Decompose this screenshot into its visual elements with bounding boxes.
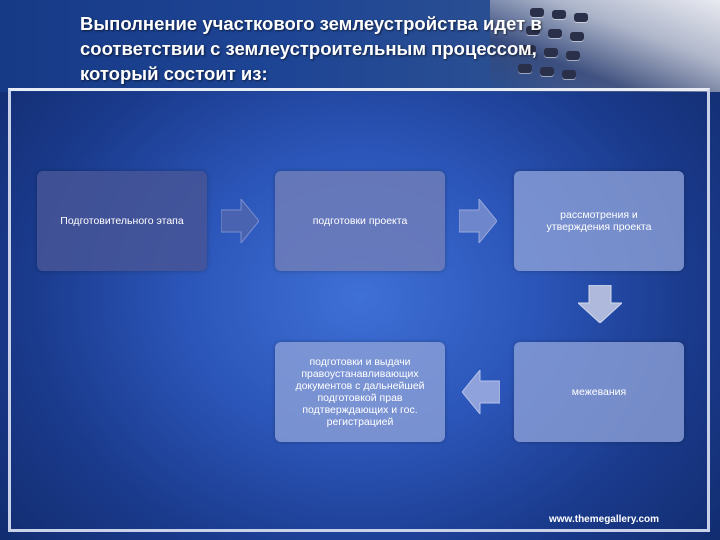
slide-title-line: соответствии с землеустроительным процес…	[80, 38, 537, 59]
header-band	[0, 0, 720, 92]
arrow-right-icon	[459, 199, 497, 243]
step-label: подготовки и выдачи правоустанавливающих…	[295, 356, 425, 428]
keypad-key	[574, 13, 588, 22]
step-preparatory: Подготовительного этапа	[37, 171, 207, 271]
keypad-key	[540, 67, 554, 76]
arrow-left-icon	[462, 370, 500, 414]
arrow-down-icon	[578, 285, 622, 323]
step-label: межевания	[571, 386, 627, 398]
keypad-key	[548, 29, 562, 38]
phone-keypad-decoration	[490, 0, 720, 92]
content-frame	[8, 88, 710, 532]
keypad-key	[552, 10, 566, 19]
step-project-review: рассмотрения и утверждения проекта	[514, 171, 684, 271]
keypad-key	[530, 8, 544, 17]
arrow-right-icon	[221, 199, 259, 243]
step-label: рассмотрения и утверждения проекта	[546, 209, 652, 233]
step-label: Подготовительного этапа	[60, 215, 184, 227]
step-label: подготовки проекта	[312, 215, 408, 227]
slide-title: Выполнение участкового землеустройства и…	[80, 11, 600, 86]
footer-website: www.themegallery.com	[549, 514, 660, 525]
keypad-key	[562, 70, 576, 79]
step-documents-issuance: подготовки и выдачи правоустанавливающих…	[275, 342, 445, 442]
keypad-key	[526, 26, 540, 35]
step-project-preparation: подготовки проекта	[275, 171, 445, 271]
keypad-key	[518, 64, 532, 73]
keypad-key	[566, 51, 580, 60]
slide-title-line: который состоит из:	[80, 63, 268, 84]
slide-title-line: Выполнение участкового землеустройства и…	[80, 13, 542, 34]
keypad-key	[544, 48, 558, 57]
keypad-key	[570, 32, 584, 41]
keypad-key	[522, 45, 536, 54]
step-land-survey: межевания	[514, 342, 684, 442]
